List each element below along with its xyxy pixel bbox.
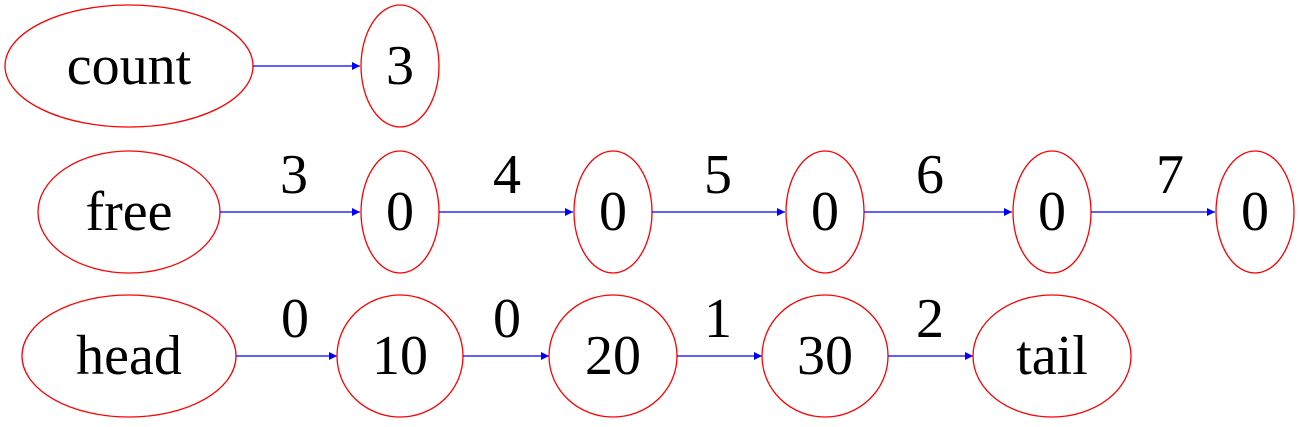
edge-head-1: 0 [236,288,337,360]
edge-head-4: 2 [888,288,973,360]
edge-head-3: 1 [677,288,762,360]
node-head: head [21,294,237,418]
node-count-value: 3 [360,4,440,128]
node-label: 0 [599,181,627,243]
node-label: free [85,181,172,243]
node-free-2: 0 [573,150,653,274]
edge-free-5: 7 [1091,144,1215,216]
node-label: count [67,35,192,97]
edge-label: 6 [916,144,944,206]
node-label: tail [1016,325,1088,387]
row-free: free 3 0 4 0 5 0 6 [37,144,1295,274]
node-head-1: 10 [336,294,464,418]
node-free-3: 0 [785,150,865,274]
edge-label: 1 [704,288,732,350]
node-label: 0 [386,181,414,243]
node-label: head [76,325,182,387]
node-tail: tail [972,294,1132,418]
edge-label: 0 [493,288,521,350]
edge-label: 0 [281,288,309,350]
node-label: 10 [372,325,428,387]
edge-free-4: 6 [864,144,1012,216]
node-free-4: 0 [1012,150,1092,274]
node-head-3: 30 [761,294,889,418]
node-label: 0 [1038,181,1066,243]
edge-label: 3 [280,144,308,206]
edge-label: 4 [493,144,521,206]
row-count: count 3 [4,4,440,128]
edge-free-3: 5 [652,144,785,216]
edge-label: 2 [916,288,944,350]
node-label: 0 [811,181,839,243]
row-head: head 0 10 0 20 1 30 2 [21,288,1132,418]
edge-head-2: 0 [463,288,549,360]
edge-free-1: 3 [220,144,360,216]
node-free-5: 0 [1215,150,1295,274]
edge-label: 5 [704,144,732,206]
node-count: count [4,4,254,128]
node-label: 20 [585,325,641,387]
edge-free-2: 4 [439,144,573,216]
node-head-2: 20 [548,294,678,418]
edge-label: 7 [1156,144,1184,206]
node-label: 3 [386,35,414,97]
node-label: 30 [797,325,853,387]
node-label: 0 [1241,181,1269,243]
node-free-1: 0 [360,150,440,274]
node-free: free [37,150,221,274]
